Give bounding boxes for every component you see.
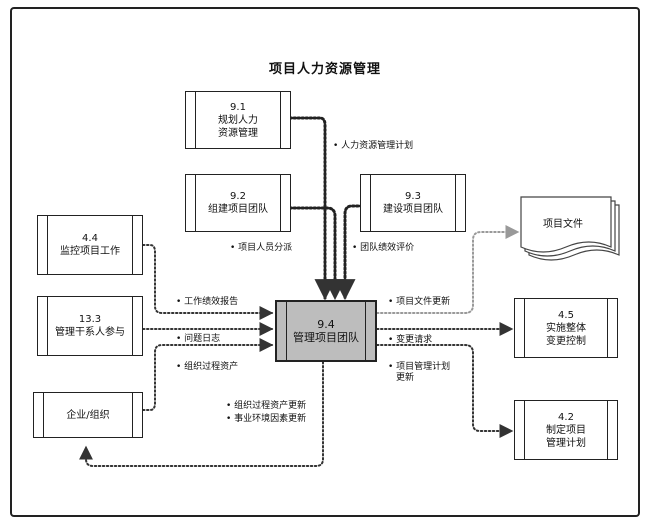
process-9-2-number: 9.2 (230, 191, 246, 202)
label-hr-plan: • 人力资源管理计划 (333, 141, 414, 151)
process-4-2-number: 4.2 (558, 411, 574, 423)
project-documents-shape (520, 196, 620, 261)
flow-org-assets (142, 338, 274, 411)
label-issue-log: • 问题日志 (176, 334, 221, 344)
flow-team-perf (334, 204, 364, 301)
process-9-1-number: 9.1 (230, 101, 246, 113)
flow-doc-updates (376, 225, 520, 314)
label-staff-assign: • 项目人员分派 (230, 243, 293, 253)
label-org-assets: • 组织过程资产 (176, 362, 239, 372)
process-4-4-label: 监控项目工作 (60, 246, 120, 257)
label-opa-updates: • 组织过程资产更新 (226, 401, 307, 411)
process-4-2-label-line1: 制定项目 (546, 424, 586, 436)
process-13-3-label: 管理干系人参与 (55, 327, 125, 338)
label-doc-updates: • 项目文件更新 (388, 297, 451, 307)
process-4-5-label-line1: 实施整体 (546, 322, 586, 334)
flow-opa-updates (79, 361, 324, 467)
flow-staff-assign (288, 206, 346, 301)
process-9-4-number: 9.4 (317, 318, 335, 331)
process-9-1-label-line2: 资源管理 (218, 127, 258, 139)
process-9-2-label: 组建项目团队 (208, 204, 268, 215)
process-4-5-number: 4.5 (558, 309, 574, 321)
process-4-2-box[interactable]: 4.2 制定项目 管理计划 (514, 400, 618, 460)
process-9-1-box[interactable]: 9.1 规划人力 资源管理 (185, 91, 291, 149)
process-9-4-label: 管理项目团队 (293, 331, 359, 344)
diagram-title: 项目人力资源管理 (268, 62, 381, 77)
label-eef-updates: • 事业环境因素更新 (226, 414, 307, 424)
process-4-4-box[interactable]: 4.4 监控项目工作 (37, 215, 143, 275)
label-team-perf: • 团队绩效评价 (352, 243, 415, 253)
process-4-5-box[interactable]: 4.5 实施整体 变更控制 (514, 298, 618, 358)
process-4-4-number: 4.4 (82, 233, 98, 244)
enterprise-organization-box[interactable]: 企业/组织 (33, 392, 143, 438)
process-13-3-box[interactable]: 13.3 管理干系人参与 (37, 296, 143, 356)
enterprise-organization-label: 企业/组织 (66, 409, 110, 421)
label-plan-update: • 项目管理计划更新 (388, 362, 451, 383)
flow-plan-update (376, 344, 514, 438)
label-work-perf: • 工作绩效报告 (176, 297, 239, 307)
process-9-3-label: 建设项目团队 (383, 204, 443, 215)
process-9-2-box[interactable]: 9.2 组建项目团队 (185, 174, 291, 232)
flow-hr-plan (288, 116, 336, 301)
process-13-3-number: 13.3 (78, 314, 102, 325)
process-9-4-box[interactable]: 9.4 管理项目团队 (275, 300, 377, 362)
process-4-2-label-line2: 管理计划 (546, 437, 586, 449)
label-change-req: • 变更请求 (388, 335, 433, 345)
project-documents-label: 项目文件 (543, 219, 583, 230)
flow-work-perf (142, 244, 274, 320)
process-9-1-label-line1: 规划人力 (218, 114, 258, 126)
process-9-3-number: 9.3 (405, 191, 421, 202)
process-9-3-box[interactable]: 9.3 建设项目团队 (360, 174, 466, 232)
process-4-5-label-line2: 变更控制 (546, 335, 586, 347)
